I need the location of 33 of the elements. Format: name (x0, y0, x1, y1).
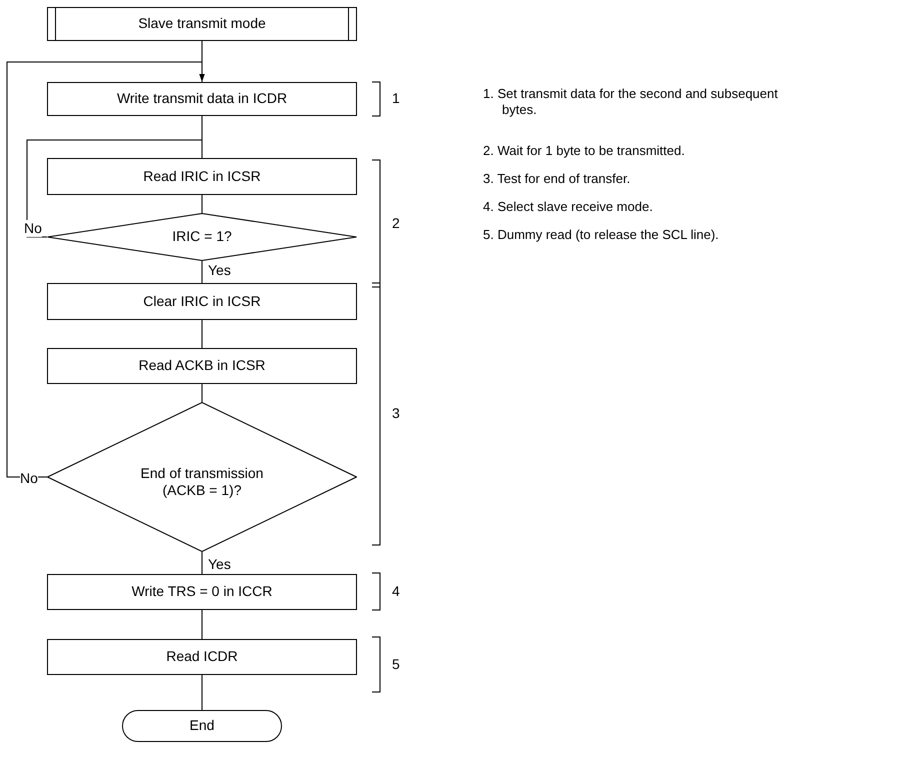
decision-diamond (47, 213, 357, 261)
connector (6, 62, 205, 478)
note-text: 1. Set transmit data for the second and subsequent bytes. (483, 86, 779, 118)
node-text: Write transmit data in ICDR (116, 90, 288, 108)
step-number: 2 (392, 214, 400, 232)
process-box (47, 574, 357, 610)
edge-label: No (24, 220, 42, 237)
node-text: Write TRS = 0 in ICCR (132, 583, 272, 601)
process-box (47, 348, 357, 384)
connector (26, 140, 202, 238)
predefined-process-box (47, 7, 357, 41)
node-text: Read IRIC in ICSR (143, 168, 261, 186)
step-number: 3 (392, 405, 400, 422)
node-text: End (190, 717, 214, 735)
node-text: Read ACKB in ICSR (138, 357, 266, 375)
step-number: 1 (392, 90, 400, 107)
note-text: 5. Dummy read (to release the SCL line). (483, 227, 719, 243)
node-text: Slave transmit mode (138, 15, 266, 33)
node-text: Clear IRIC in ICSR (143, 292, 261, 310)
note-text: 2. Wait for 1 byte to be transmitted. (483, 143, 685, 159)
step-number: 5 (392, 656, 400, 672)
process-box (47, 82, 357, 116)
node-text: IRIC = 1? (172, 228, 232, 246)
node-text: Read ICDR (166, 648, 238, 666)
process-box (47, 283, 357, 320)
step-number: 4 (392, 582, 400, 600)
process-box (47, 639, 357, 675)
node-text: End of transmission (ACKB = 1)? (140, 464, 264, 500)
decision-diamond (47, 402, 357, 552)
terminal-box (122, 710, 282, 742)
process-box (47, 158, 357, 195)
note-text: 3. Test for end of transfer. (483, 171, 630, 187)
note-text: 4. Select slave receive mode. (483, 199, 653, 215)
